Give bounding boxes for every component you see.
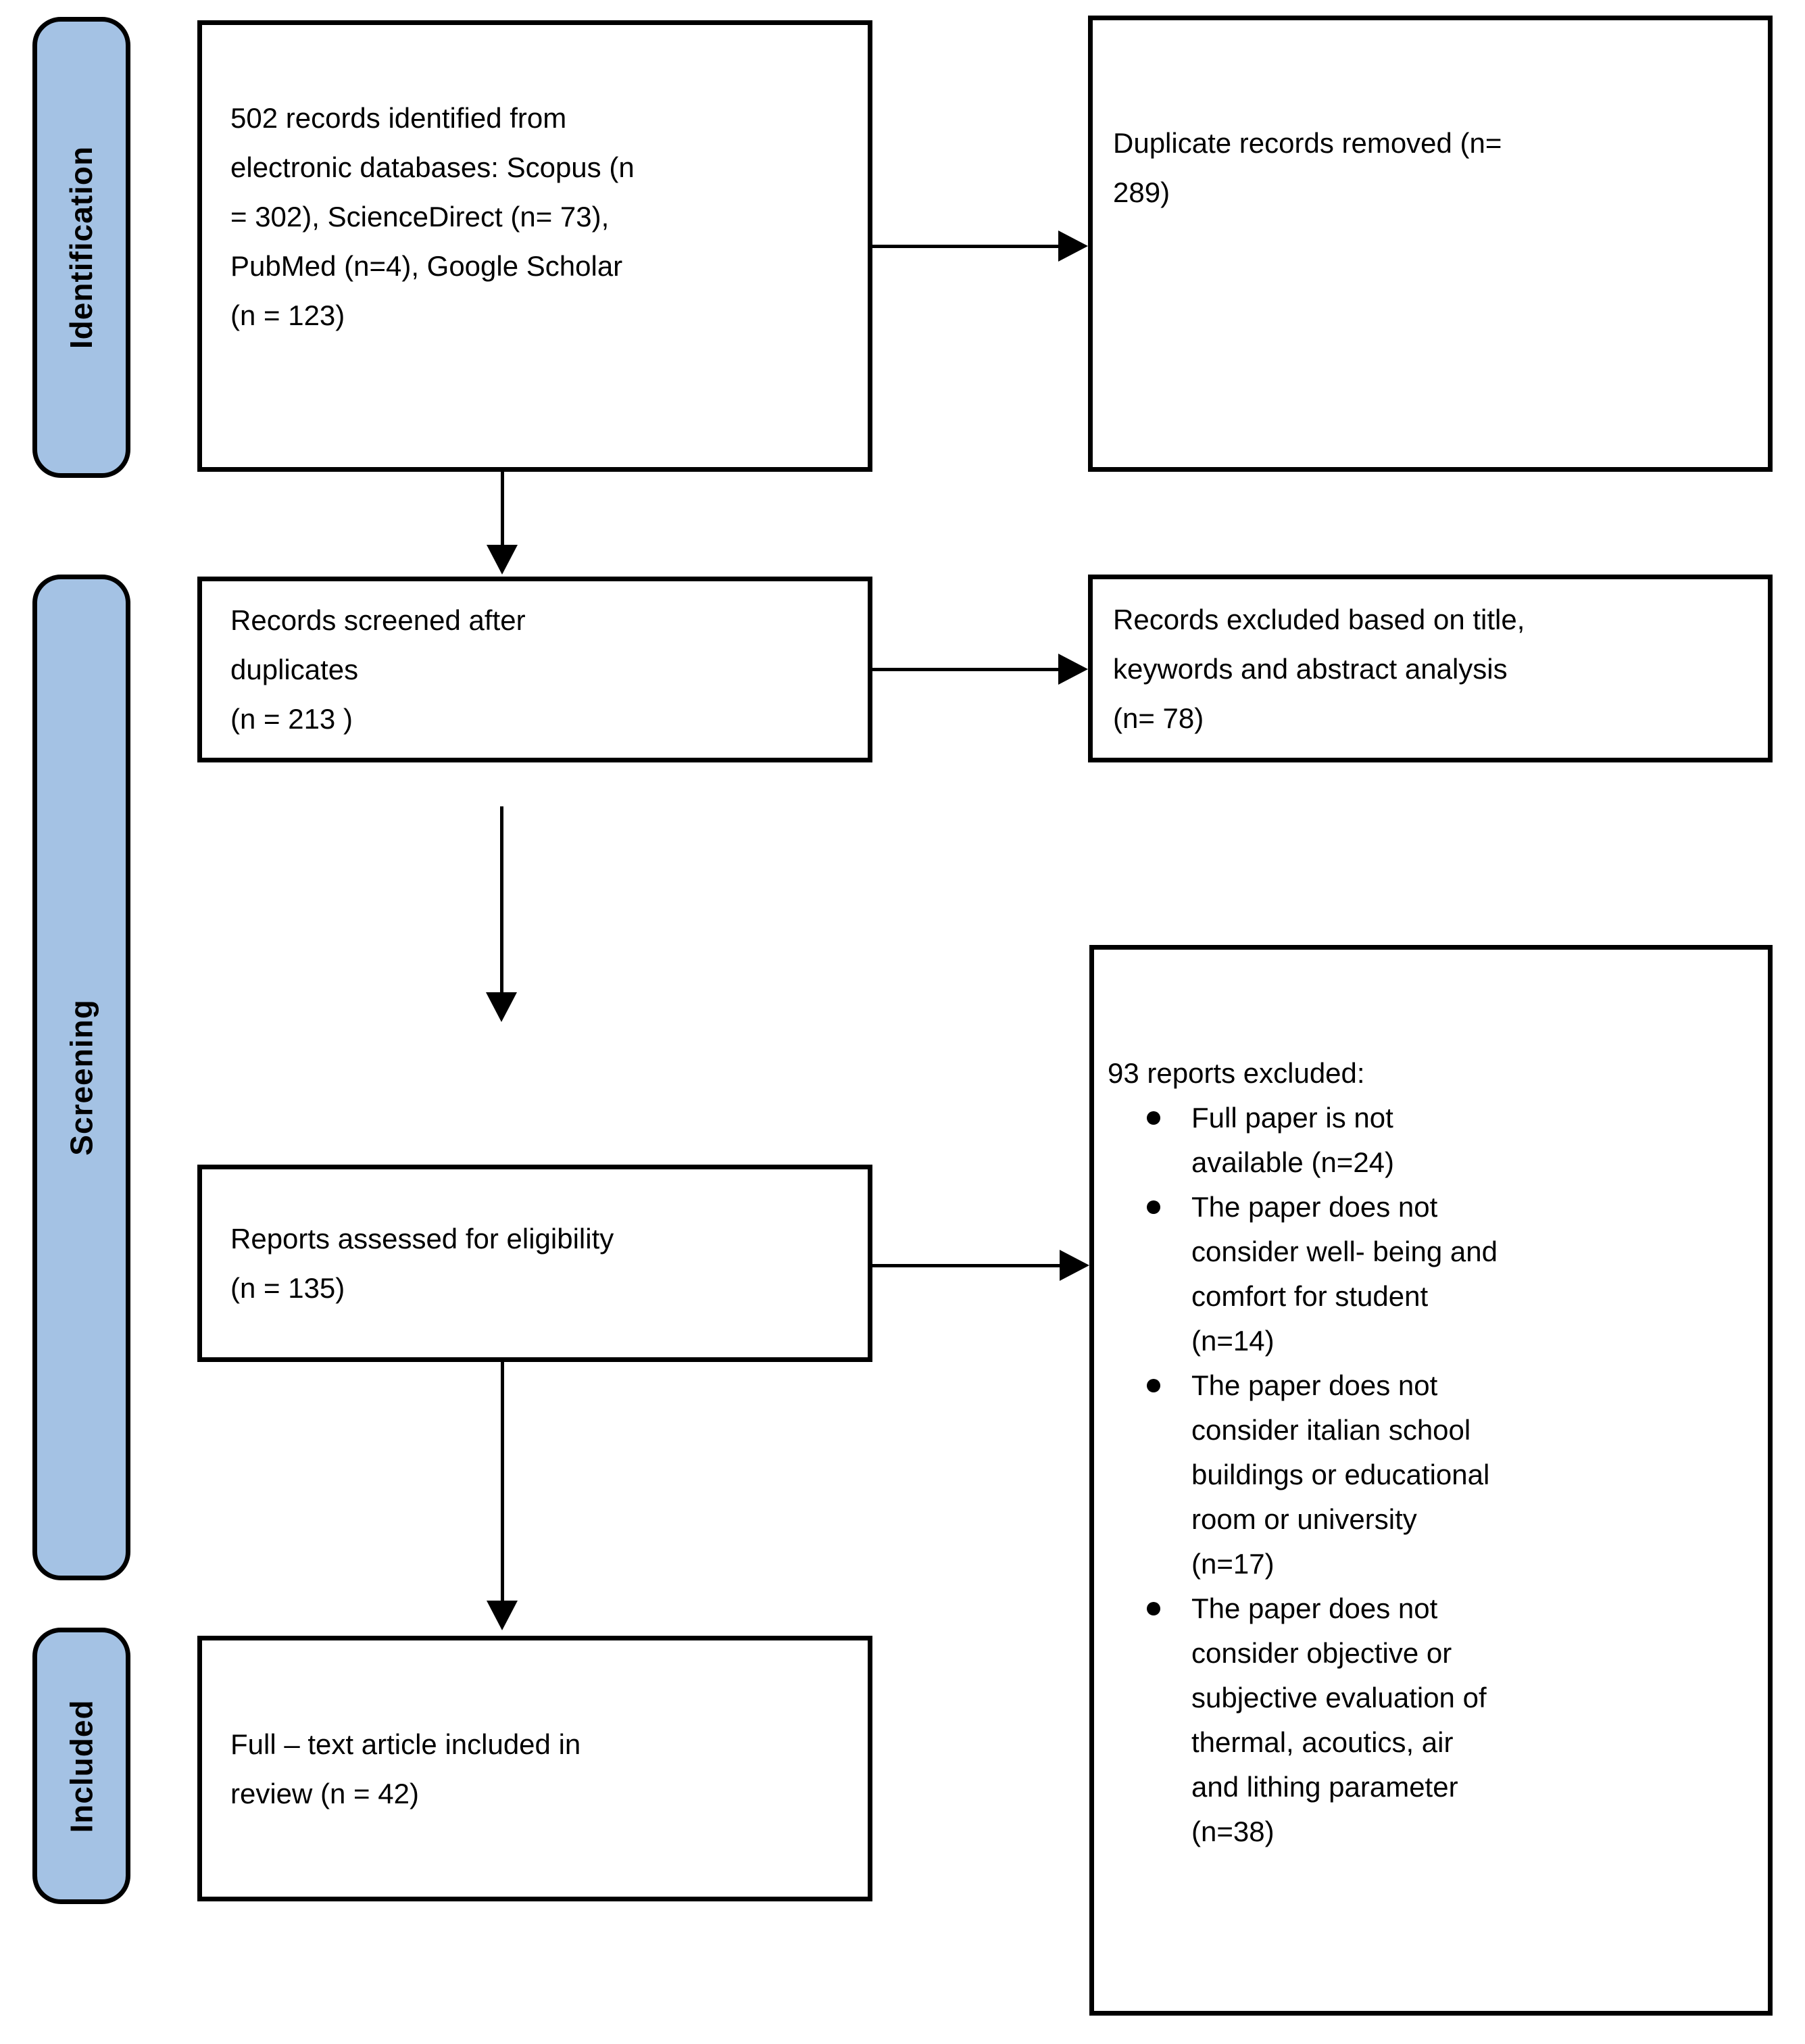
stage-label-included: Included: [64, 1699, 99, 1833]
bullet-dot-icon: [1147, 1363, 1191, 1408]
records-screened-text: Records screened after duplicates (n = 2…: [230, 604, 526, 735]
arrow-line-identified-to-screened: [501, 472, 504, 548]
exclusion-bullet-item: The paper does not consider well- being …: [1108, 1185, 1749, 1363]
stage-tab-included: Included: [32, 1628, 130, 1904]
exclusion-bullet-text: The paper does not consider well- being …: [1191, 1191, 1498, 1357]
duplicates-removed-text: Duplicate records removed (n= 289): [1113, 127, 1502, 208]
box-reports-assessed: Reports assessed for eligibility (n = 13…: [197, 1165, 872, 1362]
records-identified-text: 502 records identified from electronic d…: [230, 102, 635, 331]
arrowhead-identified-to-duplicates: [1058, 230, 1088, 262]
reports-excluded-bullet-list: Full paper is not available (n=24) The pa…: [1108, 1096, 1749, 1854]
exclusion-bullet-text: The paper does not consider objective or…: [1191, 1592, 1487, 1847]
fulltext-included-text: Full – text article included in review (…: [230, 1728, 581, 1809]
reports-assessed-text: Reports assessed for eligibility (n = 13…: [230, 1223, 614, 1304]
box-records-excluded: Records excluded based on title, keyword…: [1088, 575, 1773, 762]
exclusion-bullet-item: The paper does not consider italian scho…: [1108, 1363, 1749, 1586]
box-fulltext-included: Full – text article included in review (…: [197, 1636, 872, 1901]
stage-tab-screening: Screening: [32, 575, 130, 1580]
arrowhead-screened-to-excluded: [1058, 654, 1088, 685]
exclusion-bullet-item: The paper does not consider objective or…: [1108, 1586, 1749, 1854]
reports-excluded-heading: 93 reports excluded:: [1108, 1057, 1365, 1089]
box-duplicates-removed: Duplicate records removed (n= 289): [1088, 16, 1773, 472]
bullet-dot-icon: [1147, 1185, 1191, 1230]
arrowhead-screened-to-assessed: [486, 992, 517, 1022]
stage-label-screening: Screening: [64, 999, 99, 1156]
arrowhead-assessed-to-excluded: [1060, 1250, 1089, 1281]
bullet-dot-icon: [1147, 1096, 1191, 1140]
stage-tab-identification: Identification: [32, 17, 130, 478]
arrowhead-identified-to-screened: [487, 545, 518, 575]
box-records-identified: 502 records identified from electronic d…: [197, 20, 872, 472]
box-records-screened: Records screened after duplicates (n = 2…: [197, 577, 872, 762]
exclusion-bullet-text: The paper does not consider italian scho…: [1191, 1369, 1490, 1580]
arrow-line-assessed-to-included: [501, 1362, 504, 1602]
exclusion-bullet-item: Full paper is not available (n=24): [1108, 1096, 1749, 1185]
records-excluded-text: Records excluded based on title, keyword…: [1113, 603, 1525, 734]
arrow-line-screened-to-assessed: [500, 806, 503, 994]
arrow-line-assessed-to-excluded: [872, 1264, 1062, 1267]
arrow-line-screened-to-excluded: [872, 668, 1061, 671]
bullet-dot-icon: [1147, 1586, 1191, 1631]
exclusion-bullet-text: Full paper is not available (n=24): [1191, 1102, 1395, 1178]
box-reports-excluded-details: 93 reports excluded: Full paper is not a…: [1089, 945, 1773, 2016]
arrow-line-identified-to-duplicates: [872, 245, 1061, 248]
stage-label-identification: Identification: [64, 145, 99, 349]
arrowhead-assessed-to-included: [487, 1601, 518, 1630]
